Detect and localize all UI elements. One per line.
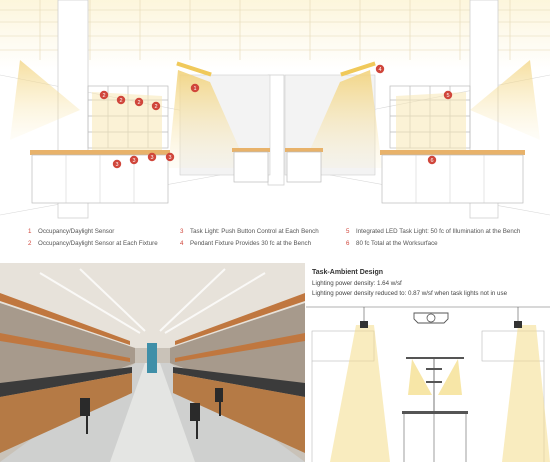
task-ambient-section: Task-Ambient Design Lighting power densi… xyxy=(306,263,550,462)
bench-tops xyxy=(30,148,525,155)
callout-marker xyxy=(147,152,157,162)
callout-marker xyxy=(116,95,126,105)
callout-marker xyxy=(134,97,144,107)
callout-marker xyxy=(129,155,139,165)
callout-marker xyxy=(99,90,109,100)
callout-marker xyxy=(443,90,453,100)
callout-number: 3 xyxy=(168,155,171,161)
callout-number: 2 xyxy=(119,98,122,104)
section-title: Task-Ambient Design xyxy=(312,269,384,276)
pendant-beam-left xyxy=(330,325,390,462)
callout-number: 2 xyxy=(137,100,140,106)
lab-photo xyxy=(0,263,305,462)
pendant-fixture-icon xyxy=(514,321,522,328)
callout-number: 1 xyxy=(193,86,196,92)
callout-marker xyxy=(190,83,200,93)
callout-marker xyxy=(165,152,175,162)
pendant-beam-right xyxy=(502,325,550,462)
callout-markers: 1 2 2 2 2 3 3 3 3 4 5 6 xyxy=(99,64,453,169)
callout-marker xyxy=(151,101,161,111)
duct-icon xyxy=(413,312,449,324)
callout-number: 4 xyxy=(378,67,381,73)
pendant-fixture-icon xyxy=(360,321,368,328)
lpd-line-2: Lighting power density reduced to: 0.87 … xyxy=(312,290,508,297)
callout-number: 2 xyxy=(102,93,105,99)
callout-number: 2 xyxy=(154,104,157,110)
callout-number: 3 xyxy=(132,158,135,164)
ceiling-grid xyxy=(0,0,550,60)
callout-marker xyxy=(427,155,437,165)
callout-number: 6 xyxy=(430,158,433,164)
callout-marker xyxy=(375,64,385,74)
callout-number: 3 xyxy=(115,162,118,168)
section-drawing xyxy=(306,306,550,462)
lab-lighting-illustration: 1 2 2 2 2 3 3 3 3 4 5 6 xyxy=(0,0,550,220)
lpd-line-1: Lighting power density: 1.64 w/sf xyxy=(312,280,402,287)
pendant-fixtures xyxy=(10,60,540,168)
callout-number: 3 xyxy=(150,155,153,161)
callout-number: 5 xyxy=(446,93,449,99)
callout-marker xyxy=(112,159,122,169)
